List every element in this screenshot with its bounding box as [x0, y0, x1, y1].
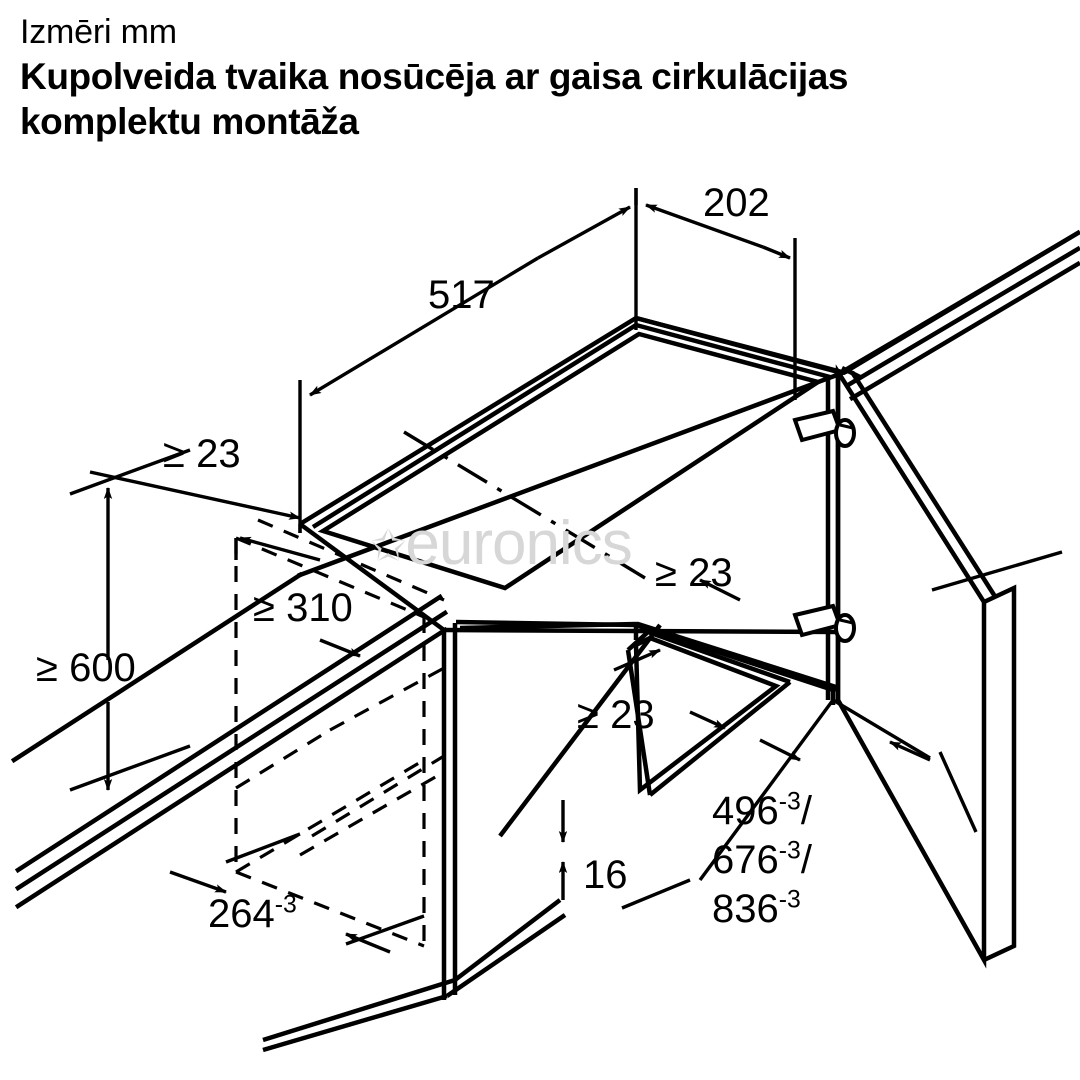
dimension-836-value: 836	[712, 886, 779, 931]
dimension-label-23-top-left: ≥ 23	[163, 432, 241, 476]
page-title: Kupolveida tvaika nosūcēja ar gaisa cirk…	[20, 56, 849, 143]
hinge-upper	[792, 408, 856, 448]
dim-600	[69, 448, 191, 792]
dim-202	[634, 188, 797, 400]
dimension-label-264: 264-3	[208, 891, 297, 936]
dimension-label-202: 202	[703, 181, 770, 225]
hinge-lower	[792, 603, 856, 643]
dim-310	[234, 536, 361, 658]
dimension-label-16: 16	[583, 853, 628, 897]
right-door-panel	[835, 364, 1017, 969]
dimension-label-23-mid-right: ≥ 23	[655, 551, 733, 595]
units-label: Izmēri mm	[20, 13, 177, 51]
dim-width-group	[621, 698, 978, 910]
dimension-264-value: 264	[208, 892, 275, 936]
dimension-496-separator: /	[800, 789, 812, 833]
dim-23-mid-right	[699, 578, 741, 602]
dimension-676-separator: /	[800, 837, 812, 882]
door-leader-line	[931, 550, 1063, 592]
upper-cabinet-centerline	[403, 430, 646, 580]
dimension-836-line: 836-3	[712, 885, 812, 934]
title-block: Izmēri mm Kupolveida tvaika nosūcēja ar …	[20, 12, 970, 144]
wall-and-worktop-lines	[14, 229, 1080, 910]
dim-23-lower	[613, 648, 726, 730]
dimension-676-line: 676-3/	[712, 836, 812, 885]
dimension-496-line: 496-3/	[712, 787, 812, 836]
dimension-676-tolerance: -3	[778, 837, 801, 865]
dimension-label-310: ≥ 310	[253, 586, 353, 630]
dimension-264-tolerance: -3	[274, 891, 297, 919]
dim-517	[298, 188, 638, 533]
dimension-496-value: 496	[712, 789, 779, 833]
dim-264	[169, 832, 425, 954]
wall-top-edge-line	[10, 229, 1080, 764]
dimension-836-tolerance: -3	[778, 886, 801, 914]
dimension-676-value: 676	[712, 837, 779, 882]
dimension-label-600: ≥ 600	[36, 646, 136, 690]
dimension-label-width-options: 496-3/ 676-3/ 836-3	[712, 787, 812, 933]
dimension-496-tolerance: -3	[778, 788, 801, 816]
lower-cabinet-frame	[262, 621, 837, 1053]
hidden-construction-lines	[234, 518, 445, 948]
dimension-label-23-lower: ≥ 23	[577, 693, 655, 737]
dimension-label-517: 517	[428, 273, 495, 317]
dim-23-top-left	[89, 470, 302, 533]
